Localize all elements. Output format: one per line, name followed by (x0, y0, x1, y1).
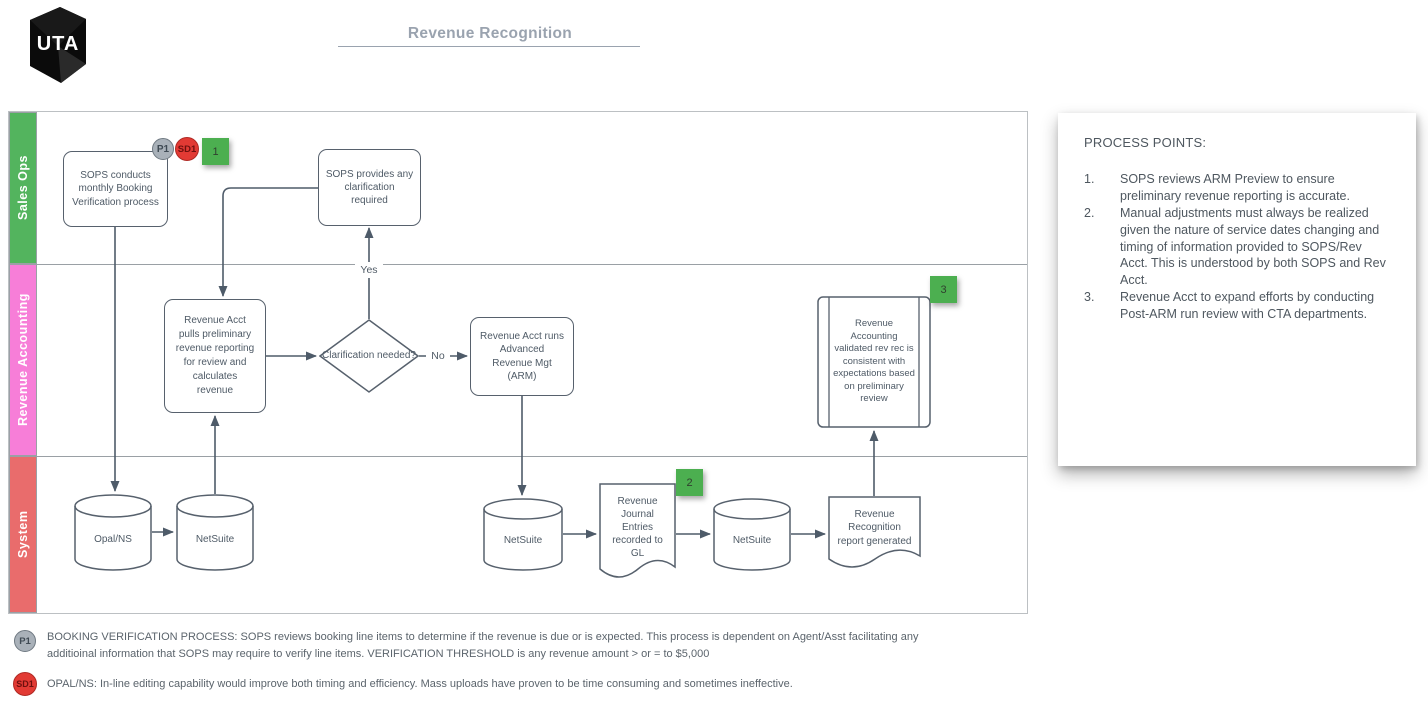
node-rev-pulls: Revenue Acct pulls preliminary revenue r… (164, 299, 266, 413)
database-cylinder-icon (74, 494, 152, 571)
diamond-shape-icon (319, 319, 419, 393)
uta-logo-shield-icon (30, 7, 86, 83)
document-shape-icon (599, 483, 676, 578)
process-point-text: Revenue Acct to expand efforts by conduc… (1120, 290, 1375, 321)
process-point-text: Manual adjustments must always be realiz… (1120, 205, 1386, 288)
edge-label-no: No (426, 348, 450, 364)
process-point-item: 2. Manual adjustments must always be rea… (1084, 205, 1390, 289)
node-db-netsuite-2: NetSuite (483, 498, 563, 571)
badge-note-3: 3 (930, 276, 957, 303)
database-cylinder-icon (483, 498, 563, 571)
database-cylinder-icon (176, 494, 254, 571)
badge-note-2: 2 (676, 469, 703, 496)
process-point-number: 2. (1084, 205, 1095, 220)
uta-logo-text: UTA (36, 32, 80, 55)
predefined-process-shape-icon (817, 296, 931, 428)
edge-label-yes: Yes (355, 262, 383, 278)
lane-divider-1 (9, 264, 1027, 265)
badge-p1: P1 (152, 138, 174, 160)
footnote-badge-sd1: SD1 (13, 672, 37, 696)
footnote-badge-p1: P1 (14, 630, 36, 652)
badge-sd1: SD1 (175, 137, 199, 161)
uta-logo: UTA (24, 6, 92, 84)
process-point-text: SOPS reviews ARM Preview to ensure preli… (1120, 172, 1350, 203)
process-point-item: 1. SOPS reviews ARM Preview to ensure pr… (1084, 171, 1390, 205)
node-sops-conducts: SOPS conducts monthly Booking Verificati… (63, 151, 168, 227)
lane-system: System (9, 456, 37, 613)
node-doc-journal-entries: Revenue Journal Entries recorded to GL (599, 483, 676, 586)
document-shape-icon (828, 496, 921, 568)
lane-divider-2 (9, 456, 1027, 457)
database-cylinder-icon (713, 498, 791, 571)
footnote-text-sd1: OPAL/NS: In-line editing capability woul… (47, 678, 793, 690)
process-point-item: 3. Revenue Acct to expand efforts by con… (1084, 289, 1390, 323)
edge-provides-to-pulls (218, 187, 318, 297)
node-rev-runs-arm: Revenue Acct runs Advanced Revenue Mgt (… (470, 317, 574, 396)
badge-note-1: 1 (202, 138, 229, 165)
node-rev-validated: Revenue Accounting validated rev rec is … (817, 296, 931, 428)
node-db-netsuite-3: NetSuite (713, 498, 791, 571)
process-points-title: PROCESS POINTS: (1084, 135, 1207, 150)
title-underline (338, 46, 640, 47)
node-db-opal-ns: Opal/NS (74, 494, 152, 571)
node-db-netsuite-1: NetSuite (176, 494, 254, 571)
footnote-text-p1: BOOKING VERIFICATION PROCESS: SOPS revie… (47, 631, 919, 660)
process-point-number: 1. (1084, 172, 1095, 186)
process-points-panel: PROCESS POINTS: 1. SOPS reviews ARM Prev… (1058, 113, 1416, 466)
swimlane-diagram: Sales Ops Revenue Accounting System (8, 111, 1028, 614)
process-point-number: 3. (1084, 290, 1095, 305)
node-doc-rev-rec-report: Revenue Recognition report generated (828, 496, 921, 574)
page-title: Revenue Recognition (407, 25, 573, 42)
node-clarification-decision: Clarification needed? (319, 319, 419, 393)
node-sops-provides: SOPS provides any clarification required (318, 149, 421, 226)
lane-sales-ops: Sales Ops (9, 112, 37, 264)
